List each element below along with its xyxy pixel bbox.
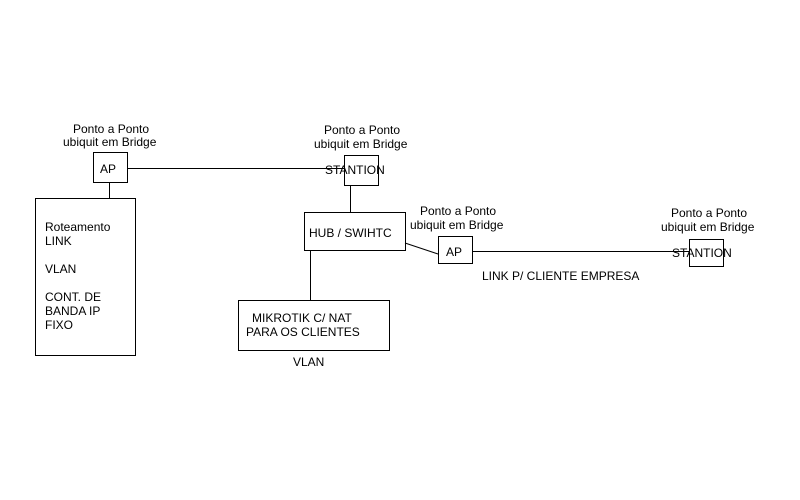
mid-ap-label: AP [446, 245, 462, 259]
left-ap-caption-line1: Ponto a Ponto [73, 122, 149, 136]
router-line-cont-de: CONT. DE [45, 290, 101, 304]
link-hub-to-mid-ap [404, 242, 439, 255]
left-ap-label: AP [100, 162, 116, 176]
right-station-box [689, 239, 724, 267]
mid-ap-caption-line1: Ponto a Ponto [420, 204, 496, 218]
mid-ap-box [438, 236, 473, 264]
top-station-caption-line2: ubiquit em Bridge [314, 137, 408, 151]
top-station-caption-line1: Ponto a Ponto [324, 123, 400, 137]
router-line-link: LINK [45, 234, 72, 248]
mikrotik-line1: MIKROTIK C/ NAT [252, 311, 352, 325]
router-line-roteamento: Roteamento [45, 220, 111, 234]
left-ap-caption-line2: ubiquit em Bridge [63, 135, 157, 149]
right-station-label: STANTION [672, 246, 732, 260]
router-line-fixo: FIXO [45, 318, 73, 332]
link-client-label: LINK P/ CLIENTE EMPRESA [482, 269, 639, 283]
vlan-label: VLAN [293, 355, 324, 369]
mid-ap-caption-line2: ubiquit em Bridge [410, 218, 504, 232]
router-config-box [35, 198, 136, 356]
router-line-banda-ip: BANDA IP [45, 304, 100, 318]
right-station-caption-line1: Ponto a Ponto [671, 206, 747, 220]
mikrotik-line2: PARA OS CLIENTES [246, 325, 360, 339]
top-station-label: STANTION [325, 163, 385, 177]
left-ap-box [93, 152, 128, 183]
right-station-caption-line2: ubiquit em Bridge [661, 220, 755, 234]
top-station-box [344, 155, 379, 186]
hub-switch-label: HUB / SWIHTC [309, 226, 392, 240]
hub-switch-box [304, 212, 406, 251]
router-line-vlan: VLAN [45, 262, 76, 276]
mikrotik-box [238, 300, 390, 351]
